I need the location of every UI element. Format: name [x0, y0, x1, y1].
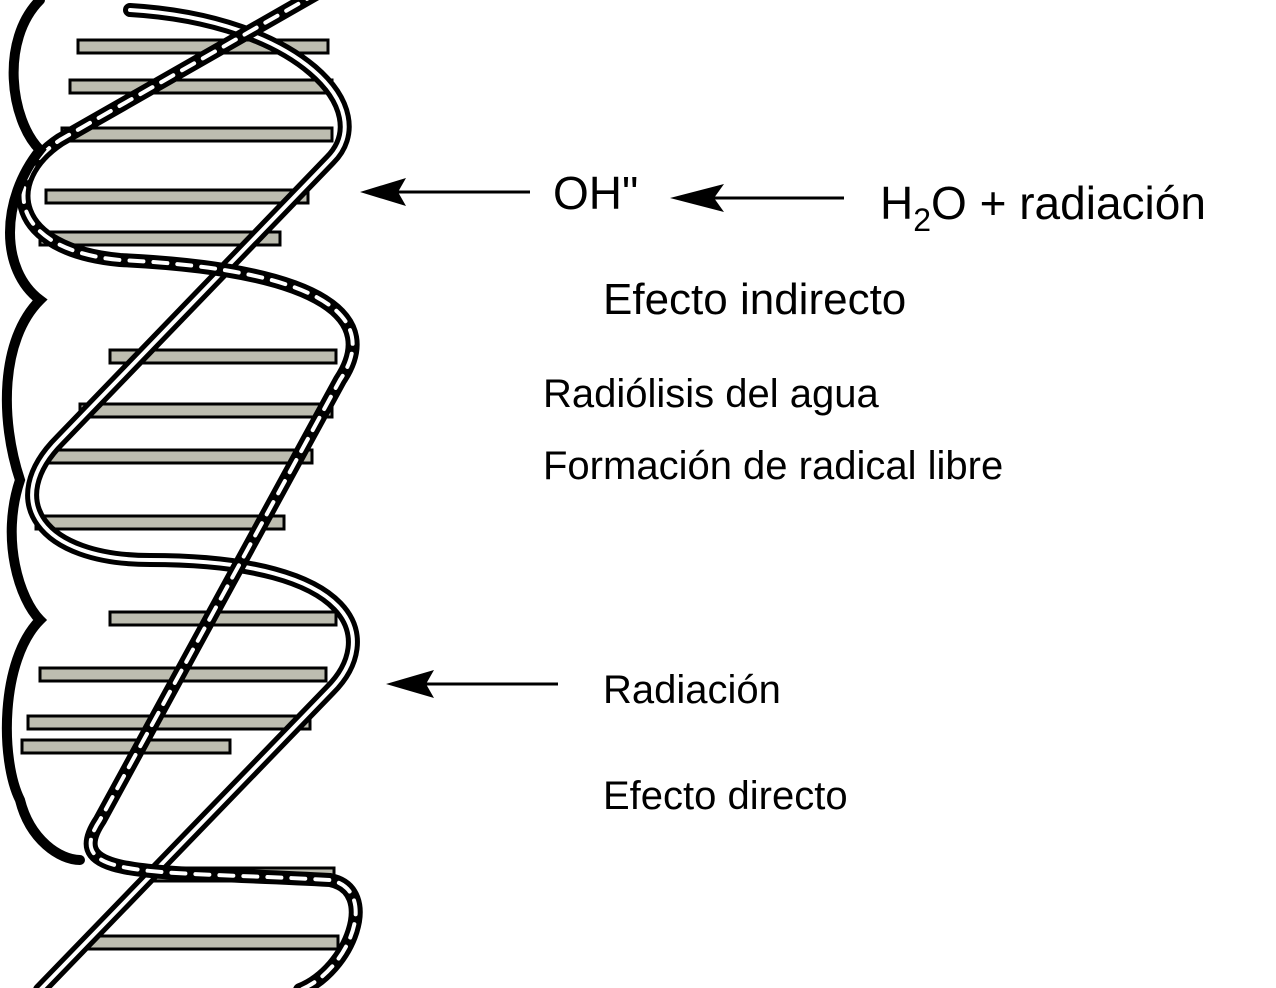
base-pair-rung: [60, 126, 334, 143]
arrow-radiation-to-dna: [386, 670, 558, 698]
water-radiation-label: H2O + radiación: [880, 177, 1206, 236]
hydroxyl-radical-label: OH": [553, 167, 639, 219]
base-pair-rung: [44, 448, 314, 465]
arrow-water-to-oh: [670, 184, 844, 212]
water-formula-rest: O + radiación: [931, 177, 1206, 229]
base-pair-rung: [108, 610, 338, 627]
base-pair-rung: [108, 348, 338, 365]
base-pair-rung: [34, 514, 286, 531]
free-radical-label: Formación de radical libre: [543, 444, 1004, 488]
dna-strand-front: [25, 3, 360, 988]
base-pair-rung: [84, 934, 340, 951]
direct-effect-label: Efecto directo: [603, 774, 848, 818]
radiolysis-label: Radiólisis del agua: [543, 372, 879, 416]
dna-strand-front-outline: [30, 8, 355, 988]
dna-strands: [1, 0, 363, 988]
water-formula-subscript: 2: [913, 202, 932, 238]
base-pair-rung: [44, 188, 310, 205]
arrow-oh-to-dna: [360, 178, 530, 206]
base-pair-rungs: [20, 38, 340, 951]
dna-strand-back-outline: [21, 0, 358, 988]
base-pair-rung: [68, 78, 334, 95]
indirect-effect-label: Efecto indirecto: [603, 275, 907, 324]
radiation-label: Radiación: [603, 668, 781, 712]
dna-strand-left-edge: [1, 0, 85, 865]
dna-double-helix: [1, 0, 363, 988]
base-pair-rung: [20, 738, 232, 755]
water-formula-h: H: [880, 177, 914, 229]
base-pair-rung: [26, 714, 312, 731]
base-pair-rung: [78, 402, 334, 419]
